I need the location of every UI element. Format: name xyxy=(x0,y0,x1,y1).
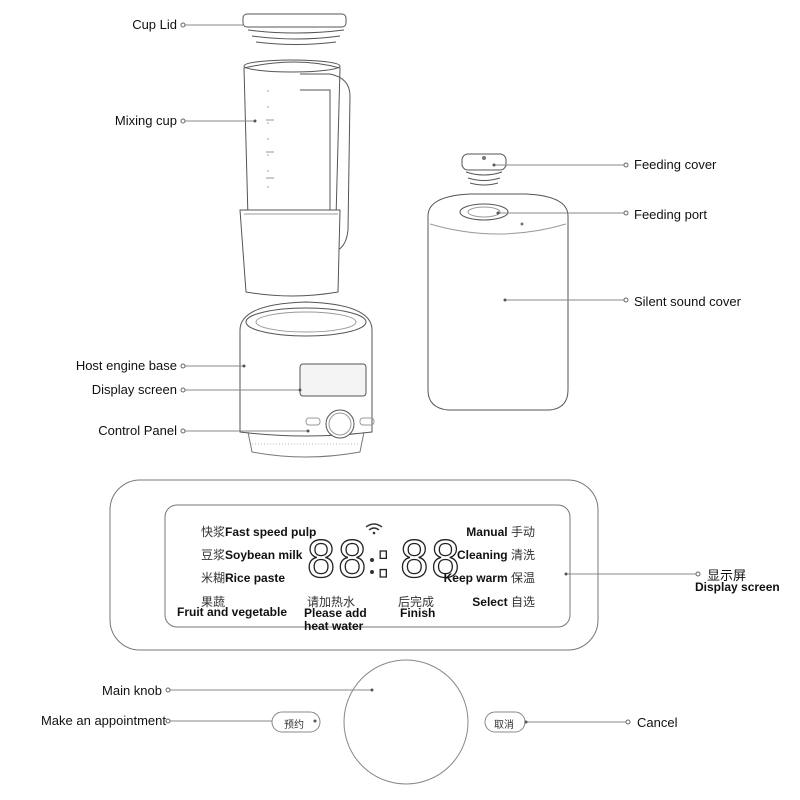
screen-rice-en: Rice paste xyxy=(225,571,286,585)
silent-cover-drawing xyxy=(427,193,569,411)
screen-manual-item: Manual 手动 xyxy=(466,523,535,540)
screen-manual-cn: 手动 xyxy=(510,525,535,539)
screen-cleaning-cn: 清洗 xyxy=(510,548,535,562)
label-silent-sound-cover: Silent sound cover xyxy=(634,294,741,309)
screen-finish-cn: 后完成 xyxy=(398,595,435,609)
leader-lines xyxy=(168,24,698,723)
screen-soy-en: Soybean milk xyxy=(225,548,303,562)
mixing-cup-drawing xyxy=(239,59,351,297)
screen-fruit-cn: 果蔬 xyxy=(201,595,226,609)
screen-keepwarm-cn: 保温 xyxy=(510,571,535,585)
screen-water-en1: Please add xyxy=(304,606,367,620)
label-host-engine-base: Host engine base xyxy=(75,358,177,373)
screen-cleaning-en: Cleaning xyxy=(456,548,508,562)
screen-rice-cn: 米糊 xyxy=(201,571,226,585)
label-display-screen: Display screen xyxy=(91,382,177,397)
screen-soy-cn: 豆浆 xyxy=(201,548,226,562)
screen-select-en: Select xyxy=(472,595,508,609)
knob-drawing xyxy=(271,659,526,785)
leader-dots xyxy=(165,22,701,725)
screen-select-item: Select 自选 xyxy=(472,593,535,610)
screen-fast-item: 快浆Fast speed pulp xyxy=(201,523,316,540)
screen-manual-en: Manual xyxy=(466,525,508,539)
label-feeding-cover: Feeding cover xyxy=(634,157,717,172)
screen-fruit-en: Fruit and vegetable xyxy=(177,605,288,619)
screen-rice-item: 米糊Rice paste xyxy=(201,569,285,586)
label-cup-lid: Cup Lid xyxy=(132,17,177,32)
screen-finish-en: Finish xyxy=(400,606,436,620)
cancel-button[interactable]: 取消 xyxy=(494,720,514,731)
label-display-screen-en: Display screen xyxy=(695,580,780,594)
screen-soy-item: 豆浆Soybean milk xyxy=(201,546,302,563)
label-cancel: Cancel xyxy=(637,715,678,730)
screen-cleaning-item: Cleaning 清洗 xyxy=(457,546,535,563)
screen-fast-cn: 快浆 xyxy=(201,525,226,539)
feeding-cover-drawing xyxy=(461,153,507,186)
cup-lid-drawing xyxy=(242,13,347,45)
label-main-knob: Main knob xyxy=(102,683,162,698)
screen-water-en2: heat water xyxy=(304,619,364,633)
screen-select-cn: 自选 xyxy=(510,595,535,609)
label-control-panel: Control Panel xyxy=(98,423,177,438)
lcd-digits: 88:88 xyxy=(305,531,462,589)
label-make-appointment: Make an appointment xyxy=(40,713,166,728)
screen-keepwarm-item: Keep warm 保温 xyxy=(444,569,535,586)
screen-keepwarm-en: Keep warm xyxy=(443,571,508,585)
screen-water-cn: 请加热水 xyxy=(307,595,356,609)
label-display-screen-cn: 显示屏 xyxy=(707,568,747,583)
screen-fast-en: Fast speed pulp xyxy=(225,525,317,539)
appointment-button[interactable]: 预约 xyxy=(284,720,304,731)
display-panel-drawing xyxy=(109,479,599,651)
label-feeding-port: Feeding port xyxy=(634,207,707,222)
base-drawing xyxy=(239,301,375,458)
label-mixing-cup: Mixing cup xyxy=(114,113,177,128)
main-knob[interactable] xyxy=(344,660,468,784)
